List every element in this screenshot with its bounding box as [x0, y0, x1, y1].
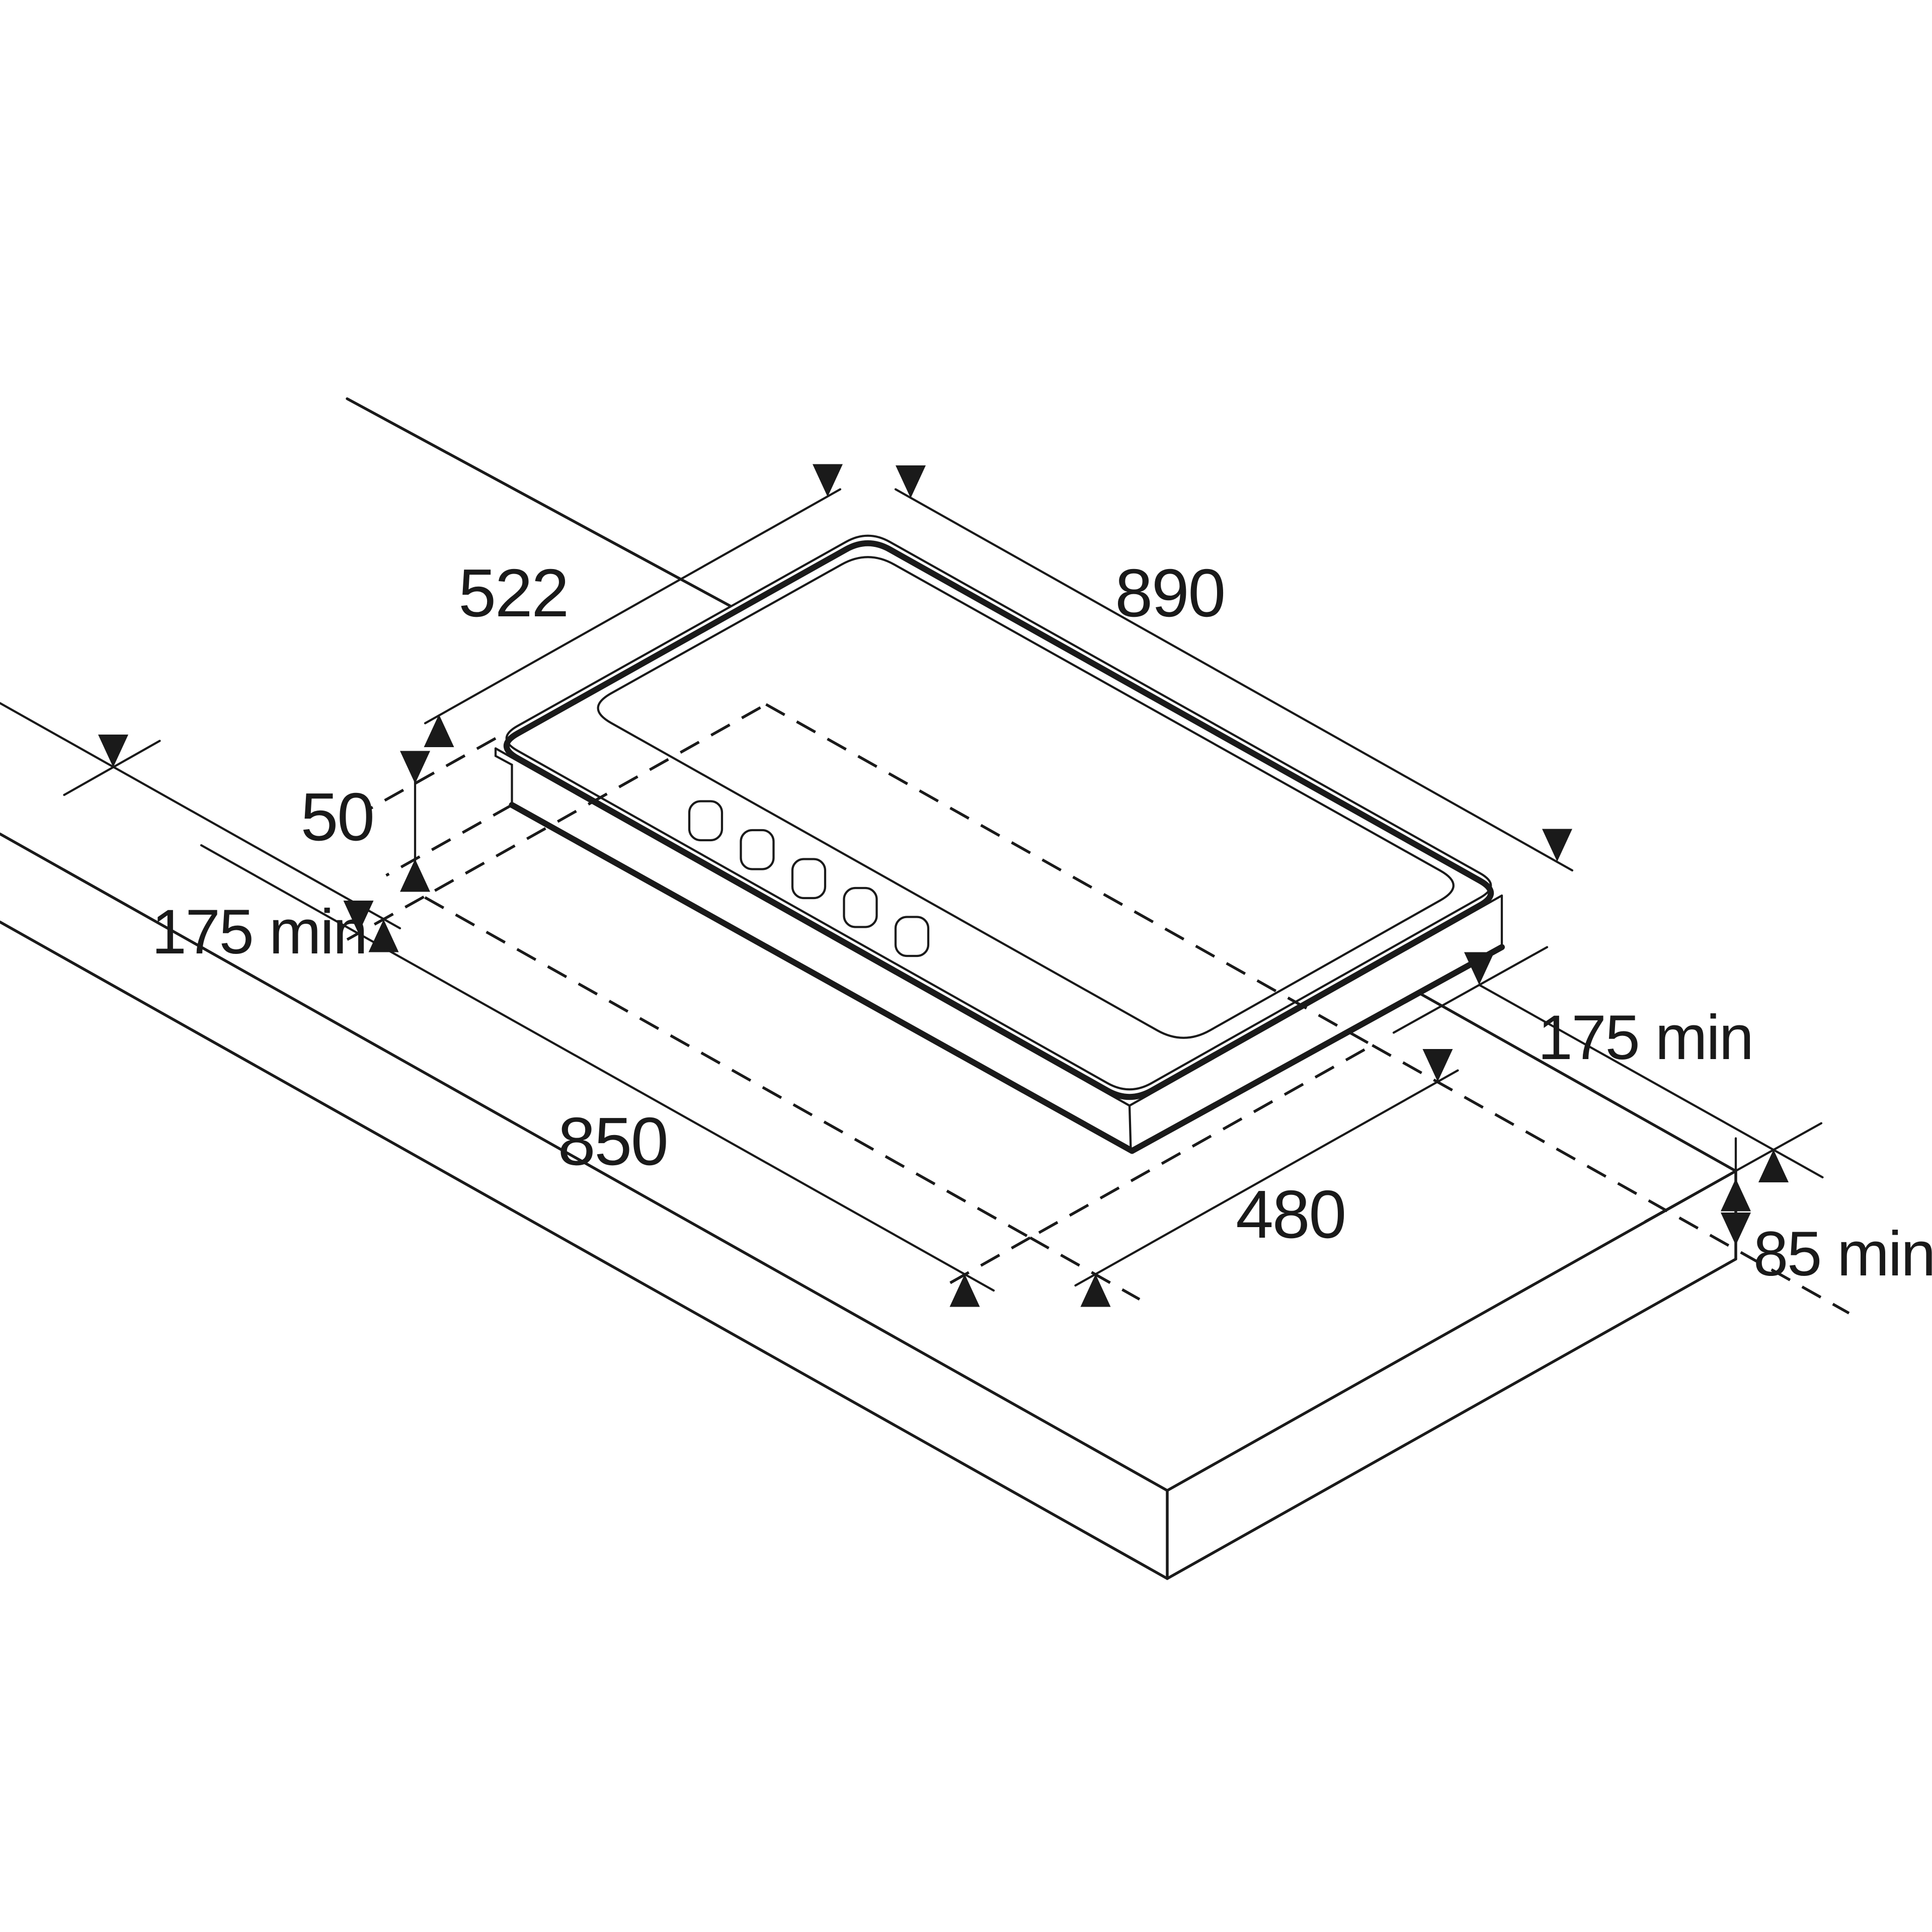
hob-top-face: [506, 535, 1491, 1090]
cutout: [346, 702, 1850, 1315]
dim-890-label: 890: [1115, 555, 1225, 631]
burner-knob-4: [843, 887, 878, 928]
dimension-50: 50: [300, 737, 513, 892]
dim-50-leader-bottom: [385, 803, 513, 877]
dim-522-line: [424, 488, 842, 725]
dim-890-line: [894, 488, 1574, 872]
cutout-extension-right-long: [1372, 1044, 1850, 1315]
burner-knob-3: [791, 858, 827, 900]
dim-50-arrow-bottom: [400, 859, 430, 892]
worktop-right-edge: [1166, 1169, 1737, 1492]
dim-850-arrow-right: [949, 1274, 980, 1307]
dim-480-arrow-bottom: [1080, 1274, 1111, 1307]
dim-175r-arrow-left: [1464, 952, 1494, 985]
dim-480-arrow-top: [1422, 1049, 1453, 1082]
dim-850-arrow-left: [343, 901, 374, 933]
worktop: [0, 397, 1737, 1580]
dim-85-corner-extension: [1644, 1122, 1823, 1223]
worktop-back-edge-right: [1410, 987, 1737, 1173]
dim-850-label: 850: [558, 1103, 668, 1179]
dim-480-line: [1074, 1069, 1459, 1287]
dim-85-arrow-up: [1721, 1178, 1751, 1212]
dim-50-leader-top: [369, 737, 497, 810]
dim-175r-arrow-right: [1758, 1150, 1789, 1182]
dim-85-label: 85 min: [1753, 1219, 1932, 1289]
dim-522-label: 522: [458, 555, 568, 631]
cutout-rectangle: [421, 702, 1376, 1240]
dim-480-label: 480: [1236, 1176, 1345, 1252]
dim-175l-line: [0, 702, 401, 930]
dimension-850: 850: [200, 844, 995, 1307]
cutout-extension-front-u: [1029, 1236, 1141, 1301]
dim-175r-label: 175 min: [1538, 1003, 1752, 1073]
dimension-890: 890: [894, 465, 1574, 872]
burner-knob-2: [740, 829, 775, 870]
worktop-back-edge-left: [346, 397, 733, 608]
worktop-bottom-front-edge: [0, 920, 1169, 1580]
hob-body-bottom-edge: [509, 802, 1505, 1154]
cutout-extension-front-v: [942, 1236, 1031, 1288]
dim-175l-label: 175 min: [151, 897, 366, 967]
hob-inner-surface-outline: [597, 556, 1455, 1039]
worktop-front-edge: [0, 832, 1169, 1492]
dim-522-arrow-bottom: [424, 714, 454, 747]
dim-522-arrow-top: [813, 464, 843, 497]
dimension-175-right: 175 min: [1392, 946, 1824, 1182]
hob-rim-edge: [503, 540, 1494, 1100]
dim-890-arrow-left: [896, 465, 926, 498]
burner-knob-1: [688, 800, 723, 842]
dim-175r-line: [1478, 984, 1824, 1179]
dim-850-line: [200, 844, 995, 1292]
dimension-522: 522: [424, 464, 843, 747]
hob-side-face: [496, 738, 1502, 1151]
dim-175l-arrow-left: [98, 735, 128, 767]
dim-175l-extension: [63, 740, 161, 796]
dimension-480: 480: [1074, 1049, 1459, 1307]
worktop-bottom-right-edge: [1166, 1257, 1737, 1580]
hob-left-step: [494, 747, 513, 807]
dim-175r-extension: [1392, 946, 1549, 1034]
control-knobs: [688, 800, 930, 957]
dim-50-arrow-top: [400, 751, 430, 784]
dim-50-label: 50: [300, 779, 373, 855]
burner-knob-5: [894, 916, 930, 957]
dimension-85: 85 min: [1644, 1122, 1932, 1289]
hob-front-corner-vertical: [1128, 1104, 1132, 1151]
dim-890-arrow-right: [1542, 829, 1572, 862]
dim-85-arrow-down: [1721, 1213, 1751, 1245]
cutout-extension-left: [346, 896, 425, 941]
hob: [494, 534, 1505, 1154]
